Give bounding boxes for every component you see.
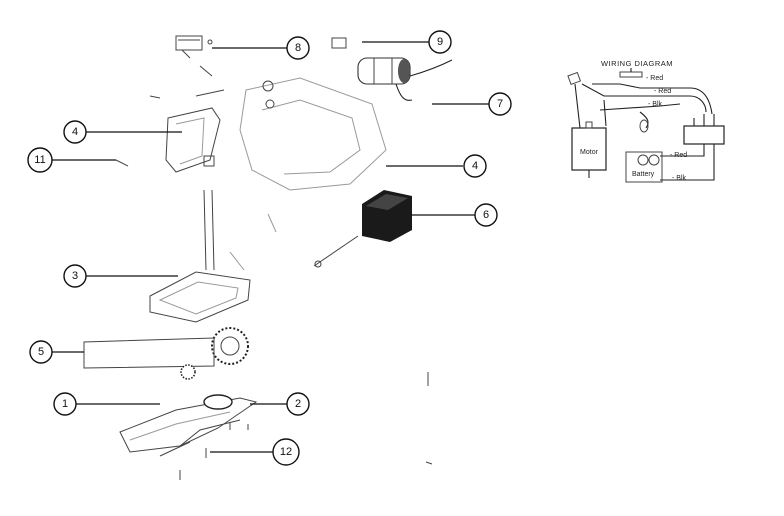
battery-symbol — [625, 151, 663, 183]
callout-label: 6 — [483, 209, 489, 221]
callout-1: 1 — [53, 392, 77, 416]
wiring-diagram-title: WIRING DIAGRAM — [601, 59, 673, 68]
wire-label-red-top: - Red — [646, 75, 663, 82]
wire-label-blk-mid: - Blk — [648, 101, 663, 108]
terminal-block — [683, 125, 725, 145]
plug-symbol — [567, 71, 582, 86]
callout-5: 5 — [29, 340, 53, 364]
part-4-housing — [239, 77, 387, 233]
callout-7: 7 — [488, 92, 512, 116]
callout-label: 4 — [472, 160, 478, 172]
connector-terminal — [639, 119, 649, 133]
callout-label: 3 — [72, 270, 78, 282]
callout-12: 12 — [272, 438, 300, 466]
wiring-diagram: WIRING DIAGRAM - Red - Red - Blk Motor — [567, 59, 725, 183]
part-11-screw — [115, 159, 129, 167]
part-1-blade — [119, 394, 258, 480]
callout-8: 8 — [286, 36, 310, 60]
callout-label: 5 — [38, 346, 44, 358]
callout-2: 2 — [286, 392, 310, 416]
part-9-battery-pack — [331, 37, 453, 101]
callout-6: 6 — [474, 203, 498, 227]
part-8-switch — [175, 35, 213, 77]
wire-label-red-battery: - Red — [670, 152, 687, 159]
callout-4-right: 4 — [463, 154, 487, 178]
callout-leaders — [52, 41, 489, 453]
wire-label-blk-battery: - Blk — [672, 175, 687, 182]
callout-label: 12 — [280, 446, 292, 458]
part-4-handle — [149, 89, 225, 173]
callout-9: 9 — [428, 30, 452, 54]
part-3-shaft — [149, 189, 251, 323]
callout-label: 2 — [295, 398, 301, 410]
motor-label: Motor — [580, 149, 599, 156]
parts-artwork — [83, 35, 453, 480]
part-6-transformer — [313, 190, 412, 268]
callout-label: 9 — [437, 36, 443, 48]
battery-label: Battery — [632, 171, 655, 178]
callout-label: 4 — [72, 126, 78, 138]
dash-mark — [425, 461, 433, 465]
callout-11: 11 — [27, 147, 53, 173]
switch-symbol — [619, 71, 643, 78]
callout-label: 8 — [295, 42, 301, 54]
callout-4-left: 4 — [63, 120, 87, 144]
callout-label: 1 — [62, 398, 68, 410]
part-5-gear-assembly — [83, 327, 249, 380]
callout-3: 3 — [63, 264, 87, 288]
callout-label: 11 — [34, 154, 45, 166]
wire-label-red-mid: - Red — [654, 88, 671, 95]
callout-label: 7 — [497, 98, 503, 110]
